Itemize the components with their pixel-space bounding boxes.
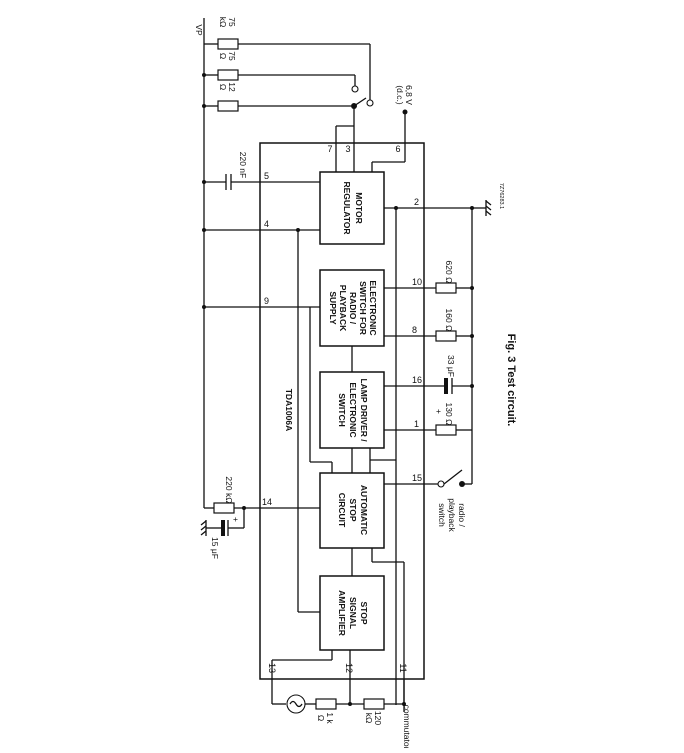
pin-12-connection: 12 xyxy=(344,650,354,706)
r75k-label-2: kΩ xyxy=(218,17,228,28)
r220k-label: 220 kΩ xyxy=(224,476,234,503)
ld-line-1: LAMP DRIVER / xyxy=(359,378,369,442)
pin-5-label: 5 xyxy=(264,171,269,181)
r120k-label-1: 120 xyxy=(373,711,383,725)
r75k-label-1: 75 xyxy=(227,17,237,27)
pin-6-label: 6 xyxy=(395,144,400,154)
r130-label: 130 Ω xyxy=(444,403,454,426)
pin-10-label: 10 xyxy=(412,277,422,287)
ss-line-2: SIGNAL xyxy=(348,597,358,629)
pin-13-connection: 13 xyxy=(267,650,333,705)
es-line-3: RADIO / xyxy=(348,292,358,325)
c220n-label: 220 nF xyxy=(238,152,248,178)
es-line-5: SUPPLY xyxy=(328,291,338,325)
r160-label: 160 Ω xyxy=(444,309,454,332)
c15u-label: 15 μF xyxy=(210,537,220,559)
r1k-label-1: 1 k xyxy=(325,712,335,724)
ss-line-1: STOP xyxy=(359,602,369,625)
pin-16-label: 16 xyxy=(412,375,422,385)
pin-15-label: 15 xyxy=(412,473,422,483)
pin-9-label: 9 xyxy=(264,296,269,306)
capacitor-33u: 16 + 33 μF xyxy=(384,355,474,416)
resistor-160: 8 160 Ω xyxy=(384,309,474,342)
pin-2-label: 2 xyxy=(414,197,419,207)
pin-8-label: 8 xyxy=(412,325,417,335)
r120k-label-2: kΩ xyxy=(364,713,374,724)
pin-4-connection: 4 xyxy=(202,219,320,613)
pin-13-label: 13 xyxy=(267,663,277,673)
stop-signal-amplifier-block: STOP SIGNAL AMPLIFIER xyxy=(319,575,385,651)
switch-label-3: switch xyxy=(437,503,447,527)
vp-supply-rail: VP xyxy=(194,18,218,508)
pin-11-label: 11 xyxy=(398,663,408,672)
resistor-620: 10 620 Ω xyxy=(384,261,474,294)
v68-label-1: 6,8 V xyxy=(404,85,414,105)
ld-line-3: SWITCH xyxy=(337,393,347,427)
c33u-label: 33 μF xyxy=(446,355,456,377)
motor-regulator-block: MOTOR REGULATOR xyxy=(319,171,385,245)
commutator-label: commutator xyxy=(402,705,412,748)
electronic-switch-block: ELECTRONIC SWITCH FOR RADIO / PLAYBACK S… xyxy=(319,269,385,347)
figure-caption: Fig. 3 Test circuit. xyxy=(505,334,517,427)
resistor-1k: 1 k Ω xyxy=(315,698,364,724)
r12-label-2: Ω xyxy=(218,84,228,90)
r75-label-1: 75 xyxy=(227,51,237,61)
pin-9-connection: 9 xyxy=(202,296,333,473)
resistor-12: 12 Ω xyxy=(217,82,357,112)
pin-3-label: 3 xyxy=(345,144,350,154)
resistor-75: 75 Ω xyxy=(217,51,359,93)
dc-output-6v8: 6 6,8 V (d.c.) xyxy=(371,85,414,172)
resistor-130: 1 130 Ω xyxy=(384,403,472,436)
ground-rail: 2 7Z76283.1 xyxy=(384,183,504,430)
motor-line-2: REGULATOR xyxy=(342,181,352,234)
c33u-plus: + xyxy=(436,406,441,416)
resistor-75k: 75 kΩ xyxy=(217,17,374,107)
c15u-plus: + xyxy=(233,514,238,524)
r620-label: 620 Ω xyxy=(444,261,454,284)
motor-line-1: MOTOR xyxy=(354,192,364,223)
pin-12-label: 12 xyxy=(344,663,354,673)
pin-7-label: 7 xyxy=(327,144,332,154)
ss-line-3: AMPLIFIER xyxy=(337,590,347,636)
ic-label: TDA1006A xyxy=(284,389,294,432)
resistor-220k: 14 220 kΩ xyxy=(204,476,320,514)
lamp-driver-block: LAMP DRIVER / ELECTRONIC SWITCH xyxy=(319,371,385,449)
pin-1-label: 1 xyxy=(414,419,419,429)
r75-label-2: Ω xyxy=(218,53,228,59)
es-line-4: PLAYBACK xyxy=(338,285,348,332)
as-line-1: AUTOMATIC xyxy=(359,485,369,535)
es-line-2: SWITCH FOR xyxy=(358,281,368,335)
ld-line-2: ELECTRONIC xyxy=(348,382,358,437)
ic-outline xyxy=(259,142,425,680)
resistor-120k: 120 kΩ xyxy=(363,698,406,725)
pin-11-commutator: 11 commutator xyxy=(398,663,412,749)
as-line-3: CIRCUIT xyxy=(337,493,347,528)
motor-selector-switch: 7 3 xyxy=(327,97,367,172)
pin-4-label: 4 xyxy=(264,219,269,229)
ref-code: 7Z76283.1 xyxy=(498,183,504,209)
automatic-stop-block: AUTOMATIC STOP CIRCUIT xyxy=(319,472,385,549)
pin-14-label: 14 xyxy=(262,497,272,507)
vp-label: VP xyxy=(194,24,204,36)
switch-label-1: radio / xyxy=(457,503,467,527)
as-line-2: STOP xyxy=(348,499,358,522)
v68-label-2: (d.c.) xyxy=(395,85,405,105)
switch-label-2: playback xyxy=(447,498,457,532)
r1k-label-2: Ω xyxy=(316,715,326,721)
r12-label-1: 12 xyxy=(227,82,237,92)
capacitor-220n: 5 220 nF xyxy=(202,152,320,190)
ac-source xyxy=(286,694,316,714)
es-line-1: ELECTRONIC xyxy=(368,280,378,335)
radio-playback-switch: 15 radio / playback switch xyxy=(384,430,473,533)
capacitor-15u: + 15 μF xyxy=(200,508,245,559)
